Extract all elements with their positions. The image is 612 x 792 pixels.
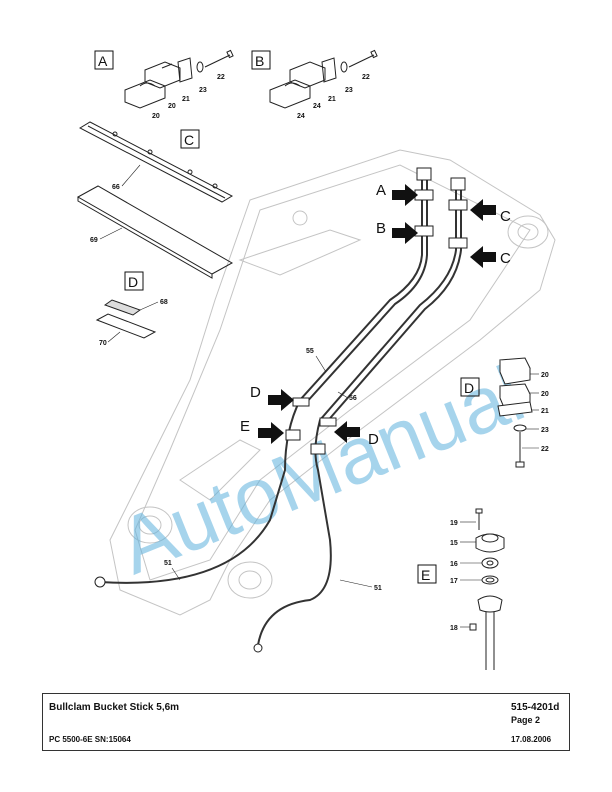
svg-text:22: 22 bbox=[217, 74, 225, 81]
hose-end-fitting-icon bbox=[94, 167, 466, 653]
svg-text:21: 21 bbox=[541, 408, 549, 415]
stick-outline bbox=[109, 149, 556, 616]
detail-e-box: E bbox=[417, 564, 437, 584]
svg-text:23: 23 bbox=[199, 87, 207, 94]
bolt-icon bbox=[204, 49, 234, 68]
svg-text:24: 24 bbox=[313, 103, 321, 110]
svg-text:20: 20 bbox=[541, 391, 549, 398]
svg-text:C: C bbox=[500, 208, 511, 225]
document-number: 515-4201d bbox=[511, 702, 560, 713]
svg-text:20: 20 bbox=[541, 372, 549, 379]
detail-c-box: C bbox=[180, 129, 200, 149]
detail-d-box: D bbox=[124, 271, 144, 291]
svg-text:E: E bbox=[421, 567, 430, 583]
shim-68-icon bbox=[103, 299, 142, 316]
wear-strip-66-icon bbox=[78, 121, 234, 203]
page-number: Page 2 bbox=[511, 715, 541, 725]
drawing-title: Bullclam Bucket Stick 5,6m bbox=[49, 702, 180, 713]
svg-text:B: B bbox=[255, 53, 264, 69]
svg-text:17: 17 bbox=[450, 578, 458, 585]
svg-text:16: 16 bbox=[450, 561, 458, 568]
svg-text:55: 55 bbox=[306, 348, 314, 355]
washer-icon bbox=[340, 61, 348, 73]
svg-text:C: C bbox=[184, 132, 194, 148]
svg-text:23: 23 bbox=[541, 427, 549, 434]
svg-text:D: D bbox=[128, 274, 138, 290]
svg-text:66: 66 bbox=[112, 184, 120, 191]
clamp-block-icon bbox=[285, 189, 468, 455]
detail-b-box: B bbox=[251, 50, 271, 70]
title-block: Bullclam Bucket Stick 5,6m 515-4201d Pag… bbox=[42, 693, 570, 751]
detail-d-box-right: D bbox=[460, 377, 480, 397]
arrow-icon bbox=[258, 184, 496, 444]
wear-plate-69-icon bbox=[76, 185, 234, 279]
svg-text:E: E bbox=[240, 418, 250, 435]
svg-text:18: 18 bbox=[450, 625, 458, 632]
svg-text:D: D bbox=[250, 384, 261, 401]
detail-a-box: A bbox=[94, 50, 114, 70]
svg-text:20: 20 bbox=[152, 113, 160, 120]
hose-assembly bbox=[99, 180, 462, 646]
svg-text:56: 56 bbox=[349, 395, 357, 402]
svg-text:B: B bbox=[376, 220, 386, 237]
clamp-half-icon bbox=[124, 57, 193, 109]
svg-text:23: 23 bbox=[345, 87, 353, 94]
svg-text:24: 24 bbox=[297, 113, 305, 120]
machine-model: PC 5500-6E SN:15064 bbox=[49, 735, 131, 744]
shim-70-icon bbox=[95, 313, 157, 339]
svg-text:A: A bbox=[376, 182, 386, 199]
washer-icon bbox=[196, 61, 204, 73]
svg-text:20: 20 bbox=[168, 103, 176, 110]
clamp-half-icon bbox=[269, 57, 337, 109]
svg-text:15: 15 bbox=[450, 540, 458, 547]
svg-text:22: 22 bbox=[541, 446, 549, 453]
svg-text:21: 21 bbox=[182, 96, 190, 103]
svg-text:A: A bbox=[98, 53, 108, 69]
svg-text:51: 51 bbox=[164, 560, 172, 567]
svg-text:22: 22 bbox=[362, 74, 370, 81]
clamp-stack-icon bbox=[497, 357, 533, 468]
bolt-icon bbox=[348, 49, 378, 68]
svg-text:70: 70 bbox=[99, 340, 107, 347]
swivel-stack-icon bbox=[469, 508, 505, 670]
svg-text:D: D bbox=[464, 380, 474, 396]
svg-text:21: 21 bbox=[328, 96, 336, 103]
parts-diagram: AutoManual A 20 20 21 23 22 B 24 24 bbox=[76, 49, 556, 670]
svg-text:C: C bbox=[500, 250, 511, 267]
svg-text:19: 19 bbox=[450, 520, 458, 527]
svg-text:69: 69 bbox=[90, 237, 98, 244]
svg-text:68: 68 bbox=[160, 299, 168, 306]
drawing-date: 17.08.2006 bbox=[511, 735, 552, 744]
svg-text:51: 51 bbox=[374, 585, 382, 592]
svg-text:D: D bbox=[368, 431, 379, 448]
